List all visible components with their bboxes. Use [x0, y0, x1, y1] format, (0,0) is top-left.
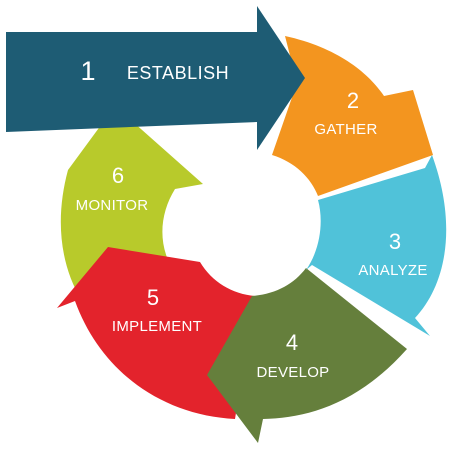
step-6-number: 6 — [112, 163, 124, 188]
step-6-arrow — [60, 106, 203, 301]
step-5-number: 5 — [147, 285, 159, 310]
step-2-label: GATHER — [314, 121, 377, 138]
step-3-label: ANALYZE — [358, 262, 427, 279]
step-5-label: IMPLEMENT — [112, 318, 202, 335]
step-2-number: 2 — [347, 88, 359, 113]
step-6-label: MONITOR — [76, 197, 149, 214]
step-4-arrow — [207, 268, 407, 443]
step-1-label: ESTABLISH — [127, 63, 229, 83]
step-3-number: 3 — [389, 229, 401, 254]
step-2-arrow — [272, 36, 433, 196]
step-3-arrow — [306, 155, 447, 336]
step-1-number: 1 — [80, 56, 95, 86]
step-5-arrow — [57, 247, 255, 419]
step-4-label: DEVELOP — [257, 364, 330, 381]
step-4-number: 4 — [286, 330, 298, 355]
step-1-arrow — [6, 6, 305, 150]
